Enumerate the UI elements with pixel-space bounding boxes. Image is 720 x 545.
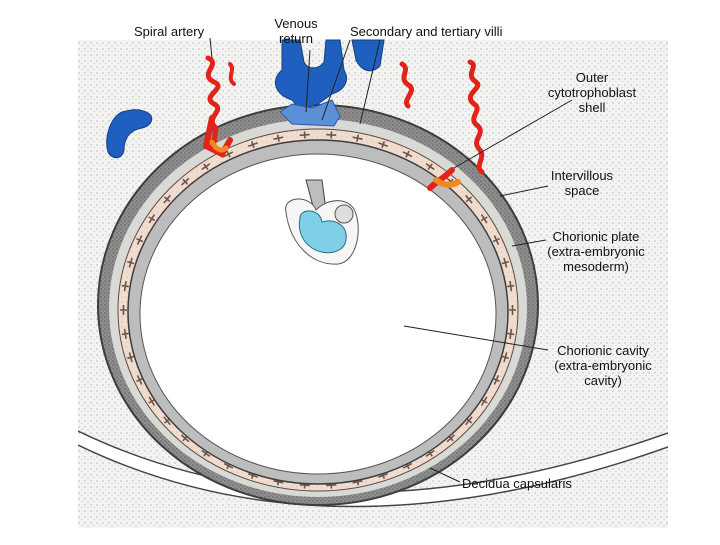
villus-branch <box>127 352 135 363</box>
villus-branch <box>465 194 473 204</box>
label-venous-return-line2: return <box>279 31 313 46</box>
label-decidua-capsularis: Decidua capsularis <box>462 476 572 491</box>
villus-branch <box>352 134 363 142</box>
villus-branch <box>501 352 509 363</box>
label-intervillous-line2: space <box>564 183 600 198</box>
villus-branch <box>326 131 337 139</box>
villus-branch <box>509 305 516 315</box>
villus-branch <box>136 374 144 385</box>
villus-branch <box>425 163 435 171</box>
villus-branch <box>148 396 156 406</box>
villus-branch <box>299 131 310 139</box>
villus-branch <box>121 280 129 292</box>
villus-branch <box>247 141 258 149</box>
label-chorionic-cavity-line2: (extra-embryonic <box>554 358 652 373</box>
label-outer-cytotrophoblast-shell: Outer cytotrophoblast shell <box>532 70 652 115</box>
villus-branch <box>492 235 500 246</box>
label-chorionic-cavity-line3: cavity) <box>584 373 622 388</box>
label-chorionic-plate: Chorionic plate (extra-embryonic mesoder… <box>536 229 656 274</box>
villus-branch <box>507 280 515 292</box>
villi-branches <box>120 131 516 489</box>
villus-branch <box>223 150 234 158</box>
label-intervillous-space: Intervillous space <box>540 168 624 198</box>
villus-branch <box>507 328 515 340</box>
embryo <box>285 179 359 265</box>
label-venous-return: Venous return <box>266 16 326 46</box>
label-chorionic-cavity-line1: Chorionic cavity <box>557 343 649 358</box>
chorionic-cavity <box>139 153 497 475</box>
villus-branch <box>120 305 127 315</box>
villus-branch <box>273 134 284 142</box>
villus-branch <box>201 163 211 171</box>
label-chorionic-plate-line3: mesoderm) <box>563 259 629 274</box>
villus-branch <box>501 257 509 268</box>
villus-branch <box>180 177 190 186</box>
label-outer-shell-line1: Outer <box>575 70 609 85</box>
label-chorionic-plate-line1: Chorionic plate <box>552 229 640 244</box>
label-chorionic-plate-line2: (extra-embryonic <box>547 244 645 259</box>
villus-branch <box>121 328 129 340</box>
label-spiral-artery: Spiral artery <box>134 24 205 39</box>
label-chorionic-cavity: Chorionic cavity (extra-embryonic cavity… <box>540 343 666 388</box>
villus-branch <box>492 374 500 385</box>
label-intervillous-line1: Intervillous <box>550 168 614 183</box>
villus-branch <box>163 194 171 204</box>
label-outer-shell-line3: shell <box>578 100 606 115</box>
villus-branch <box>402 150 413 158</box>
label-villi: Secondary and tertiary villi <box>350 24 503 39</box>
villus-branch <box>148 214 156 224</box>
label-outer-shell-line2: cytotrophoblast <box>547 85 637 100</box>
venous-return-vessels <box>106 39 385 159</box>
villus-branch <box>480 214 488 224</box>
villus-branch <box>378 141 389 149</box>
label-venous-return-line1: Venous <box>274 16 318 31</box>
villus-branch <box>127 257 135 268</box>
villus-branch <box>480 396 488 406</box>
leader-lines <box>209 37 573 483</box>
villus-branch <box>136 235 144 246</box>
